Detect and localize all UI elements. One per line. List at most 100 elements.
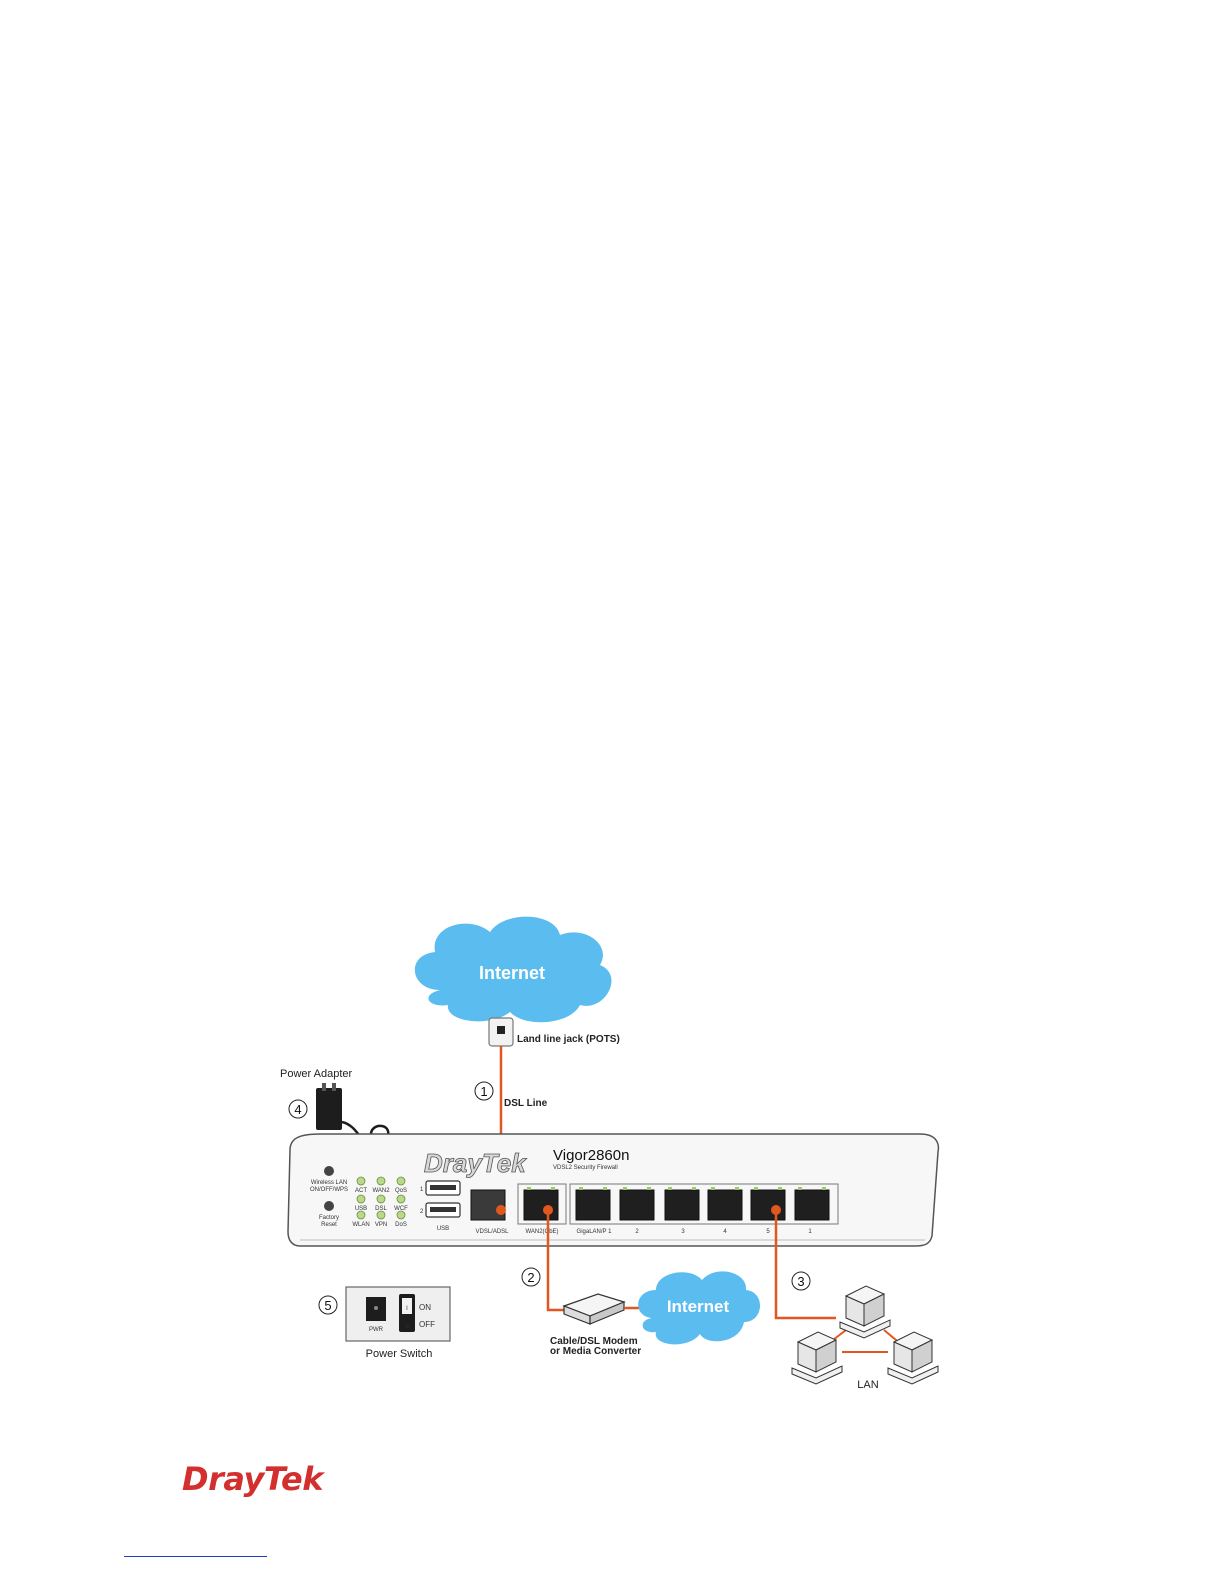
cable-dsl-modem-icon bbox=[562, 1293, 626, 1325]
port-label-6: 4 bbox=[723, 1229, 727, 1235]
port-1[interactable] bbox=[470, 1189, 506, 1221]
port-7[interactable] bbox=[750, 1189, 786, 1221]
port-label-5: 3 bbox=[681, 1229, 685, 1235]
lan-cable bbox=[774, 1210, 836, 1320]
port-label-1: VDSL/ADSL bbox=[475, 1229, 509, 1235]
led-wlan bbox=[356, 1210, 366, 1220]
power-switch-panel bbox=[345, 1286, 451, 1342]
led-wan2 bbox=[376, 1176, 386, 1186]
port-2[interactable] bbox=[523, 1189, 559, 1221]
led-wcf bbox=[396, 1194, 406, 1204]
step-4-number: 4 bbox=[294, 1102, 301, 1117]
port-led bbox=[692, 1187, 696, 1190]
step-1-number: 1 bbox=[480, 1084, 487, 1099]
port-label-2: WAN2(GbE) bbox=[525, 1229, 558, 1235]
lan-pc-2 bbox=[791, 1331, 843, 1385]
step-3-marker bbox=[791, 1271, 811, 1291]
usb-port-1-label: 1 bbox=[420, 1187, 424, 1193]
router-port-row: VDSL/ADSL WAN2(GbE) GigaLAN/P 1 2 3 4 5 1 bbox=[470, 1183, 839, 1235]
port-label-4: 2 bbox=[635, 1229, 639, 1235]
wan2-port-frame bbox=[517, 1183, 567, 1225]
lan-pc-1 bbox=[839, 1285, 891, 1339]
led-label-dos: DoS bbox=[395, 1222, 407, 1228]
led-label-wcf: WCF bbox=[394, 1206, 408, 1212]
led-label-usb: USB bbox=[355, 1206, 367, 1212]
port-led bbox=[711, 1187, 715, 1190]
port-led bbox=[603, 1187, 607, 1190]
switch-off-label: OFF bbox=[419, 1320, 435, 1329]
land-line-jack bbox=[488, 1017, 514, 1047]
led-act bbox=[356, 1176, 366, 1186]
modem-label-line1: Cable/DSL Modem bbox=[550, 1336, 638, 1347]
lan-computers bbox=[791, 1285, 939, 1385]
port-led bbox=[798, 1187, 802, 1190]
internet-cloud-top-label: Internet bbox=[479, 963, 545, 983]
lan-cable-plug bbox=[771, 1205, 781, 1215]
internet-cloud-right-label: Internet bbox=[667, 1297, 730, 1316]
port-led bbox=[647, 1187, 651, 1190]
reset-button-label-2: Reset bbox=[321, 1222, 337, 1228]
wlan-button-label-1: Wireless LAN bbox=[311, 1180, 347, 1186]
port-led bbox=[623, 1187, 627, 1190]
lan-pc-3 bbox=[887, 1331, 939, 1385]
port-led bbox=[822, 1187, 826, 1190]
port-led bbox=[668, 1187, 672, 1190]
port-label-8: 1 bbox=[808, 1229, 812, 1235]
step-5-number: 5 bbox=[324, 1298, 331, 1313]
land-line-jack-label: Land line jack (POTS) bbox=[517, 1034, 620, 1045]
pwr-label: PWR bbox=[369, 1327, 384, 1333]
lan-port-frame bbox=[569, 1183, 839, 1225]
footer-link-underline bbox=[124, 1556, 267, 1557]
port-label-7: 5 bbox=[766, 1229, 770, 1235]
toggle-mark-on: I bbox=[406, 1306, 408, 1312]
led-label-vpn: VPN bbox=[375, 1222, 387, 1228]
port-6[interactable] bbox=[707, 1189, 743, 1221]
port-led bbox=[527, 1187, 531, 1190]
led-dsl bbox=[376, 1194, 386, 1204]
port-5[interactable] bbox=[664, 1189, 700, 1221]
led-label-qos: QoS bbox=[395, 1188, 407, 1194]
step-2-number: 2 bbox=[527, 1270, 534, 1285]
port-led bbox=[735, 1187, 739, 1190]
wan2-cable bbox=[546, 1210, 566, 1312]
dsl-cable-plug bbox=[496, 1205, 506, 1215]
port-led bbox=[579, 1187, 583, 1190]
status-led-panel: ACT WAN2 QoS USB DSL WCF WLAN VPN DoS bbox=[352, 1176, 408, 1228]
led-label-wan2: WAN2 bbox=[372, 1188, 390, 1194]
reset-button-label-1: Factory bbox=[319, 1215, 339, 1221]
toggle-mark-off: 0 bbox=[405, 1324, 409, 1330]
led-label-act: ACT bbox=[355, 1188, 367, 1194]
port-led bbox=[778, 1187, 782, 1190]
lan-label: LAN bbox=[857, 1379, 878, 1391]
internet-cloud-top: Internet bbox=[414, 916, 612, 1023]
led-label-dsl: DSL bbox=[375, 1206, 387, 1212]
wlan-wps-button[interactable] bbox=[324, 1166, 334, 1176]
port-4[interactable] bbox=[619, 1189, 655, 1221]
router-model-name: Vigor2860n bbox=[553, 1147, 629, 1164]
led-vpn bbox=[376, 1210, 386, 1220]
step-1-marker bbox=[474, 1081, 494, 1101]
port-3[interactable] bbox=[575, 1189, 611, 1221]
switch-on-label: ON bbox=[419, 1303, 431, 1312]
port-label-3: GigaLAN/P 1 bbox=[577, 1229, 613, 1235]
led-dos bbox=[396, 1210, 406, 1220]
wlan-button-label-2: ON/OFF/WPS bbox=[310, 1187, 348, 1193]
port-8[interactable] bbox=[794, 1189, 830, 1221]
power-switch-label: Power Switch bbox=[366, 1348, 433, 1360]
step-2-marker bbox=[521, 1267, 541, 1287]
power-adapter-label: Power Adapter bbox=[280, 1068, 352, 1080]
port-led bbox=[754, 1187, 758, 1190]
usb-port-2-label: 2 bbox=[420, 1209, 424, 1215]
usb-ports bbox=[425, 1180, 461, 1218]
port-led bbox=[551, 1187, 555, 1190]
dsl-line-label: DSL Line bbox=[504, 1098, 548, 1109]
step-5-marker bbox=[318, 1295, 338, 1315]
step-3-number: 3 bbox=[797, 1274, 804, 1289]
modem-label-line2: or Media Converter bbox=[550, 1346, 641, 1357]
factory-reset-button[interactable] bbox=[324, 1201, 334, 1211]
router-brand-logo: DrayTek bbox=[424, 1148, 527, 1178]
usb-label: USB bbox=[437, 1226, 449, 1232]
led-qos bbox=[396, 1176, 406, 1186]
led-label-wlan: WLAN bbox=[352, 1222, 369, 1228]
